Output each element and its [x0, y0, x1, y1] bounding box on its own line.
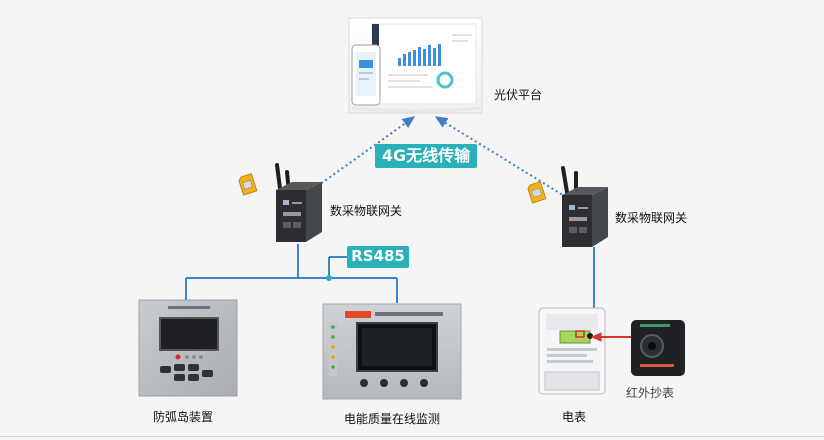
- bus-junction: [326, 275, 332, 281]
- gateway-left-image: [275, 163, 322, 242]
- power-quality-image: [322, 303, 462, 400]
- platform-image: [348, 17, 483, 114]
- electric-meter-image: [538, 307, 606, 395]
- meter-label: 电表: [562, 410, 587, 424]
- sim-card-icon: [527, 181, 547, 204]
- power-quality-label: 电能质量在线监测: [344, 412, 441, 426]
- wireless-link-left: [304, 116, 416, 196]
- platform-label: 光伏平台: [494, 88, 543, 102]
- dashboard-bars: [398, 44, 441, 66]
- ir-reader-label: 红外抄表: [626, 386, 675, 400]
- anti-island-image: [138, 299, 238, 397]
- anti-island-label: 防弧岛装置: [153, 410, 214, 424]
- wireless-link-right: [434, 116, 567, 198]
- infrared-reader-image: [631, 320, 685, 376]
- rs485-badge: RS485: [347, 246, 409, 268]
- wireless-link-badge: 4G无线传输: [375, 144, 477, 168]
- rs485-bus: [185, 244, 398, 303]
- bottom-divider: [0, 436, 824, 437]
- gateway-left-label: 数采物联网关: [330, 204, 403, 218]
- sim-card-icon: [238, 173, 258, 196]
- gateway-right-label: 数采物联网关: [615, 211, 688, 225]
- gateway-right-image: [561, 166, 608, 247]
